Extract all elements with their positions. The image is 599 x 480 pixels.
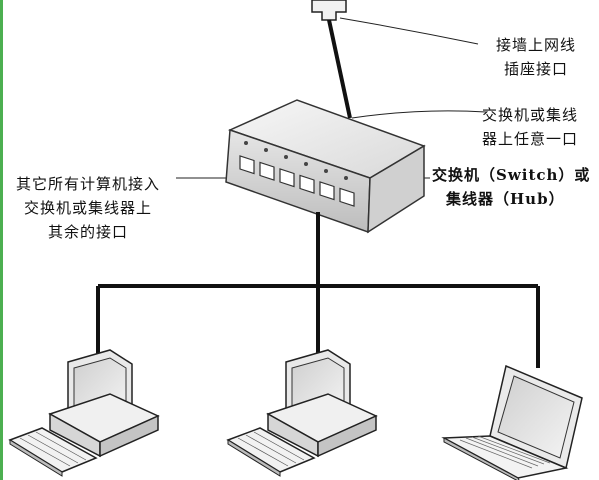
wall-jack-label-line-2: 插座接口 [503, 60, 568, 78]
leader-wall-jack [339, 17, 479, 45]
switch-device-label-line-1: 交换机（Switch）或 [432, 166, 591, 184]
switch-device-label: 交换机（Switch）或 集线器（Hub） [432, 163, 599, 211]
leader-switch-port [351, 110, 487, 119]
switch-hub-icon [225, 99, 426, 234]
wall-jack-label: 接墙上网线 插座接口 [476, 33, 596, 81]
switch-any-port-label-line-2: 器上任意一口 [482, 130, 579, 148]
wall-jack-label-line-1: 接墙上网线 [495, 36, 576, 54]
other-computers-label-line-1: 其它所有计算机接入 [15, 175, 160, 193]
laptop-icon [441, 364, 583, 480]
switch-ports [239, 155, 355, 207]
switch-any-port-label-line-1: 交换机或集线 [482, 106, 579, 124]
desktop-computer-icon [226, 349, 378, 477]
wall-jack-icon [311, 0, 347, 21]
other-computers-label: 其它所有计算机接入 交换机或集线器上 其余的接口 [0, 172, 176, 244]
switch-device-label-line-2: 集线器（Hub） [446, 190, 565, 208]
desktop-computer-icon [8, 349, 160, 477]
uplink-cable [327, 19, 352, 119]
other-computers-label-line-2: 交换机或集线器上 [23, 199, 152, 217]
switch-any-port-label: 交换机或集线 器上任意一口 [482, 103, 599, 151]
other-computers-label-line-3: 其余的接口 [47, 223, 128, 241]
left-edge-border [0, 0, 3, 480]
